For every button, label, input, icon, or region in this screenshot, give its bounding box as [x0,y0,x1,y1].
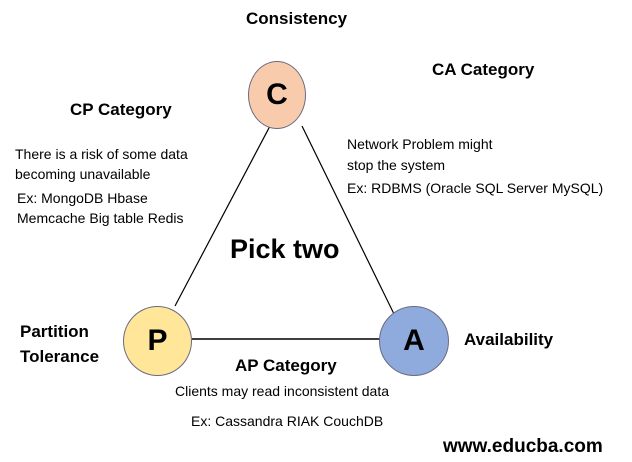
ca-desc-line1: Network Problem might [347,136,493,152]
partition-label-line2: Tolerance [20,347,100,366]
availability-node: A [379,306,449,376]
consistency-label: Consistency [246,9,348,28]
cp-example-line2: Memcache Big table Redis [17,210,184,226]
watermark: www.educba.com [443,436,603,457]
partition-label-line1: Partition [20,322,89,341]
consistency-node: C [248,61,306,129]
cp-example-line1: Ex: MongoDB Hbase [17,190,148,206]
pick-two-label: Pick two [230,234,340,264]
cp-category-label: CP Category [70,100,172,119]
ca-desc-line2: stop the system [347,157,446,173]
node-letter: A [403,324,425,357]
ca-example-line1: Ex: RDBMS (Oracle SQL Server MySQL) [347,180,604,196]
cp-desc-line1: There is a risk of some data [15,146,188,162]
ap-example-line1: Ex: Cassandra RIAK CouchDB [191,413,384,429]
node-letter: P [147,324,168,357]
ap-desc-line1: Clients may read inconsistent data [175,383,389,399]
partition-node: P [123,306,192,376]
ap-category-label: AP Category [235,356,337,375]
node-letter: C [266,78,288,111]
availability-label: Availability [464,330,554,349]
ca-category-label: CA Category [432,60,535,79]
cp-desc-line2: becoming unavailable [15,166,151,182]
